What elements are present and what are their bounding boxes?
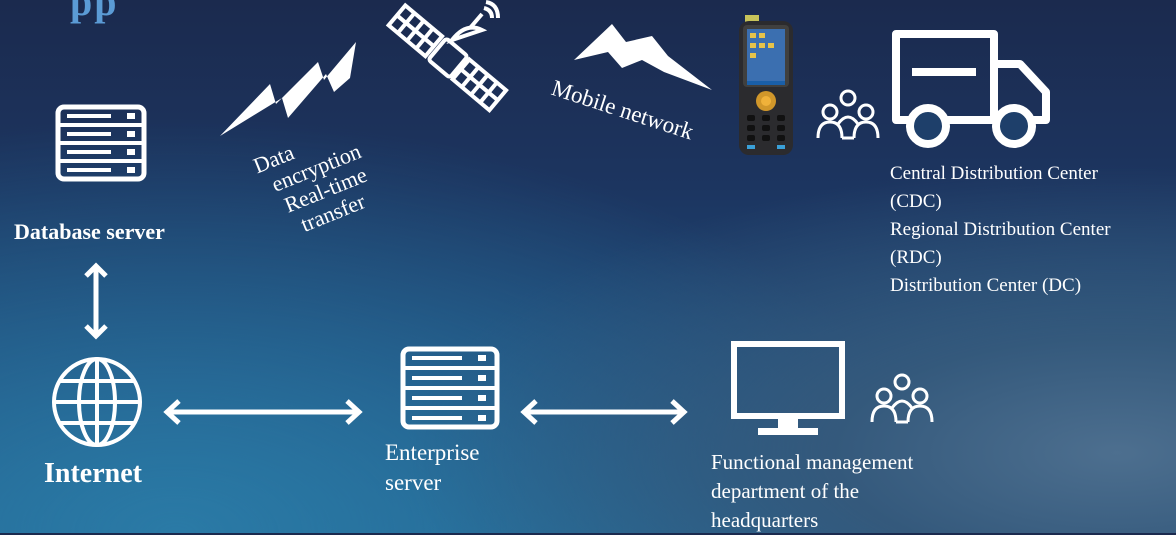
truck-icon — [892, 30, 1050, 148]
lightning-icon — [574, 24, 712, 90]
hq-label: Functional management department of the … — [711, 448, 913, 535]
distribution-center-line: Distribution Center (DC) — [890, 275, 1082, 296]
people-icon — [870, 373, 934, 424]
horizontal-double-arrow-icon — [520, 399, 688, 425]
distribution-center-line: Regional Distribution Center — [890, 219, 1111, 240]
enterprise-server-line-2: server — [385, 470, 442, 495]
database-server-icon — [55, 104, 147, 182]
vertical-double-arrow-icon — [84, 262, 108, 340]
people-icon — [816, 89, 880, 140]
distribution-center-line: (RDC) — [890, 247, 942, 268]
distribution-center-line: Central Distribution Center — [890, 163, 1098, 184]
distribution-center-line: (CDC) — [890, 191, 942, 212]
hq-line-3: headquarters — [711, 508, 819, 532]
hq-line-2: department of the — [711, 479, 860, 503]
hq-line-1: Functional management — [711, 450, 914, 474]
enterprise-server-line-1: Enterprise — [385, 440, 480, 465]
monitor-icon — [731, 341, 845, 435]
lightning-icon — [220, 42, 356, 136]
horizontal-double-arrow-icon — [163, 399, 363, 425]
handheld-terminal-icon — [739, 15, 793, 155]
distribution-centers-list: Central Distribution Center (CDC) Region… — [890, 160, 1111, 300]
slide-title-fragment: pp — [70, 0, 119, 24]
globe-icon — [52, 357, 142, 447]
internet-label: Internet — [44, 458, 142, 489]
database-server-label: Database server — [14, 219, 165, 244]
enterprise-server-label: Enterprise server — [385, 438, 480, 498]
enterprise-server-icon — [400, 346, 500, 430]
satellite-icon — [385, 0, 509, 113]
